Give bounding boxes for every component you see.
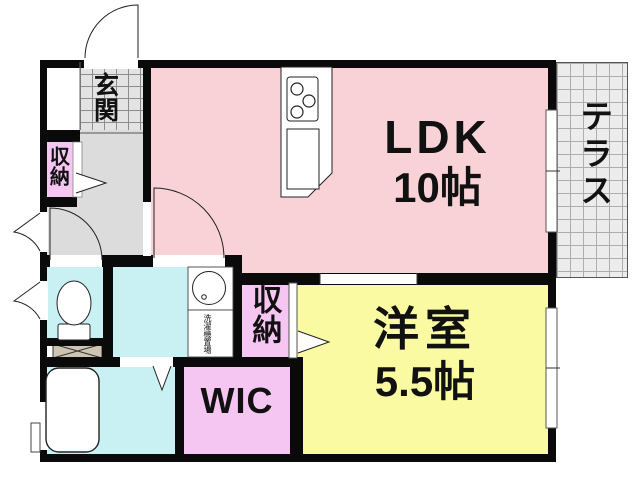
entrance-door-opening bbox=[84, 59, 138, 69]
ldk-size: 10帖 bbox=[393, 164, 482, 211]
ldk-western-sliding-door bbox=[320, 274, 417, 284]
washbasin-icon bbox=[192, 271, 226, 305]
fixtures bbox=[45, 66, 333, 453]
wall-washroom-right bbox=[233, 255, 242, 367]
toilet-door-opening bbox=[50, 255, 102, 267]
bathroom-window-outer bbox=[30, 422, 41, 453]
bedroom-storage-label: 収納 bbox=[247, 284, 281, 344]
wic-label: WIC bbox=[200, 380, 274, 421]
western-room-label: 洋室 5.5帖 bbox=[320, 303, 530, 409]
wall-entrance-kitchen bbox=[143, 60, 151, 202]
terrace-label: テラス bbox=[575, 99, 613, 210]
laundry-label: 洗濯機置場 bbox=[203, 314, 212, 354]
burner-icon bbox=[290, 105, 304, 119]
wall-wic-western bbox=[290, 357, 303, 462]
wall-storage1-bottom bbox=[40, 197, 77, 207]
toilet-fixture bbox=[56, 280, 92, 326]
washroom-door-arc bbox=[153, 187, 225, 259]
western-room-size: 5.5帖 bbox=[374, 358, 476, 405]
bedroom-storage-arrow-icon bbox=[297, 330, 331, 354]
wic-floor bbox=[184, 367, 290, 455]
toilet-door-arc bbox=[49, 207, 103, 261]
shaft-x-icon bbox=[52, 343, 103, 359]
hall-storage-floor bbox=[47, 142, 73, 197]
storage2-sliding-door bbox=[288, 282, 298, 359]
wall-bath-wic bbox=[175, 357, 184, 462]
hall-ldk-doorway bbox=[143, 202, 151, 256]
ldk-floor bbox=[151, 62, 548, 277]
wall-toilet-washroom bbox=[103, 255, 113, 346]
left-opening-1 bbox=[39, 212, 48, 252]
walls bbox=[40, 60, 556, 462]
entrance-label: 玄関 bbox=[90, 72, 119, 122]
bedroom-storage-floor bbox=[242, 283, 290, 358]
kitchen-sink-icon bbox=[286, 128, 320, 190]
bathroom-window-opening bbox=[39, 402, 48, 450]
left-casement-icon-2 bbox=[12, 281, 41, 320]
bathroom-folding-door-icon bbox=[152, 365, 172, 392]
ldk-name: LDK bbox=[384, 111, 491, 163]
left-opening-2 bbox=[39, 281, 48, 320]
hall-storage-arrow-icon bbox=[75, 172, 108, 194]
burner-icon bbox=[290, 82, 304, 96]
ldk-label: LDK 10帖 bbox=[340, 112, 535, 214]
entrance-tile-floor bbox=[80, 62, 143, 133]
wall-top bbox=[40, 60, 556, 68]
bathtub-fixture bbox=[45, 367, 100, 453]
door-symbols bbox=[12, 4, 331, 392]
burner-icon bbox=[302, 94, 316, 108]
storage1-door bbox=[72, 141, 83, 198]
toilet-base bbox=[57, 323, 91, 341]
wall-closet-bottom bbox=[40, 130, 80, 142]
openings bbox=[30, 59, 560, 453]
western-room-name: 洋室 bbox=[373, 303, 477, 355]
shoe-closet bbox=[47, 67, 80, 130]
wall-right bbox=[548, 60, 556, 462]
washroom-door-opening bbox=[153, 255, 225, 267]
terrace-deck bbox=[556, 62, 628, 278]
western-room-floor bbox=[297, 283, 548, 455]
left-casement-icon-1 bbox=[12, 212, 41, 252]
wall-toilet-bottom bbox=[40, 338, 113, 346]
sliding-door-ticks bbox=[319, 273, 418, 285]
drain-icon bbox=[201, 294, 207, 300]
hall-storage-label: 収納 bbox=[46, 146, 69, 186]
entrance-door-arc bbox=[84, 4, 139, 59]
washing-machine-pan bbox=[187, 309, 234, 358]
bathroom-door-opening bbox=[120, 357, 173, 367]
wall-shaft-right bbox=[102, 344, 113, 358]
